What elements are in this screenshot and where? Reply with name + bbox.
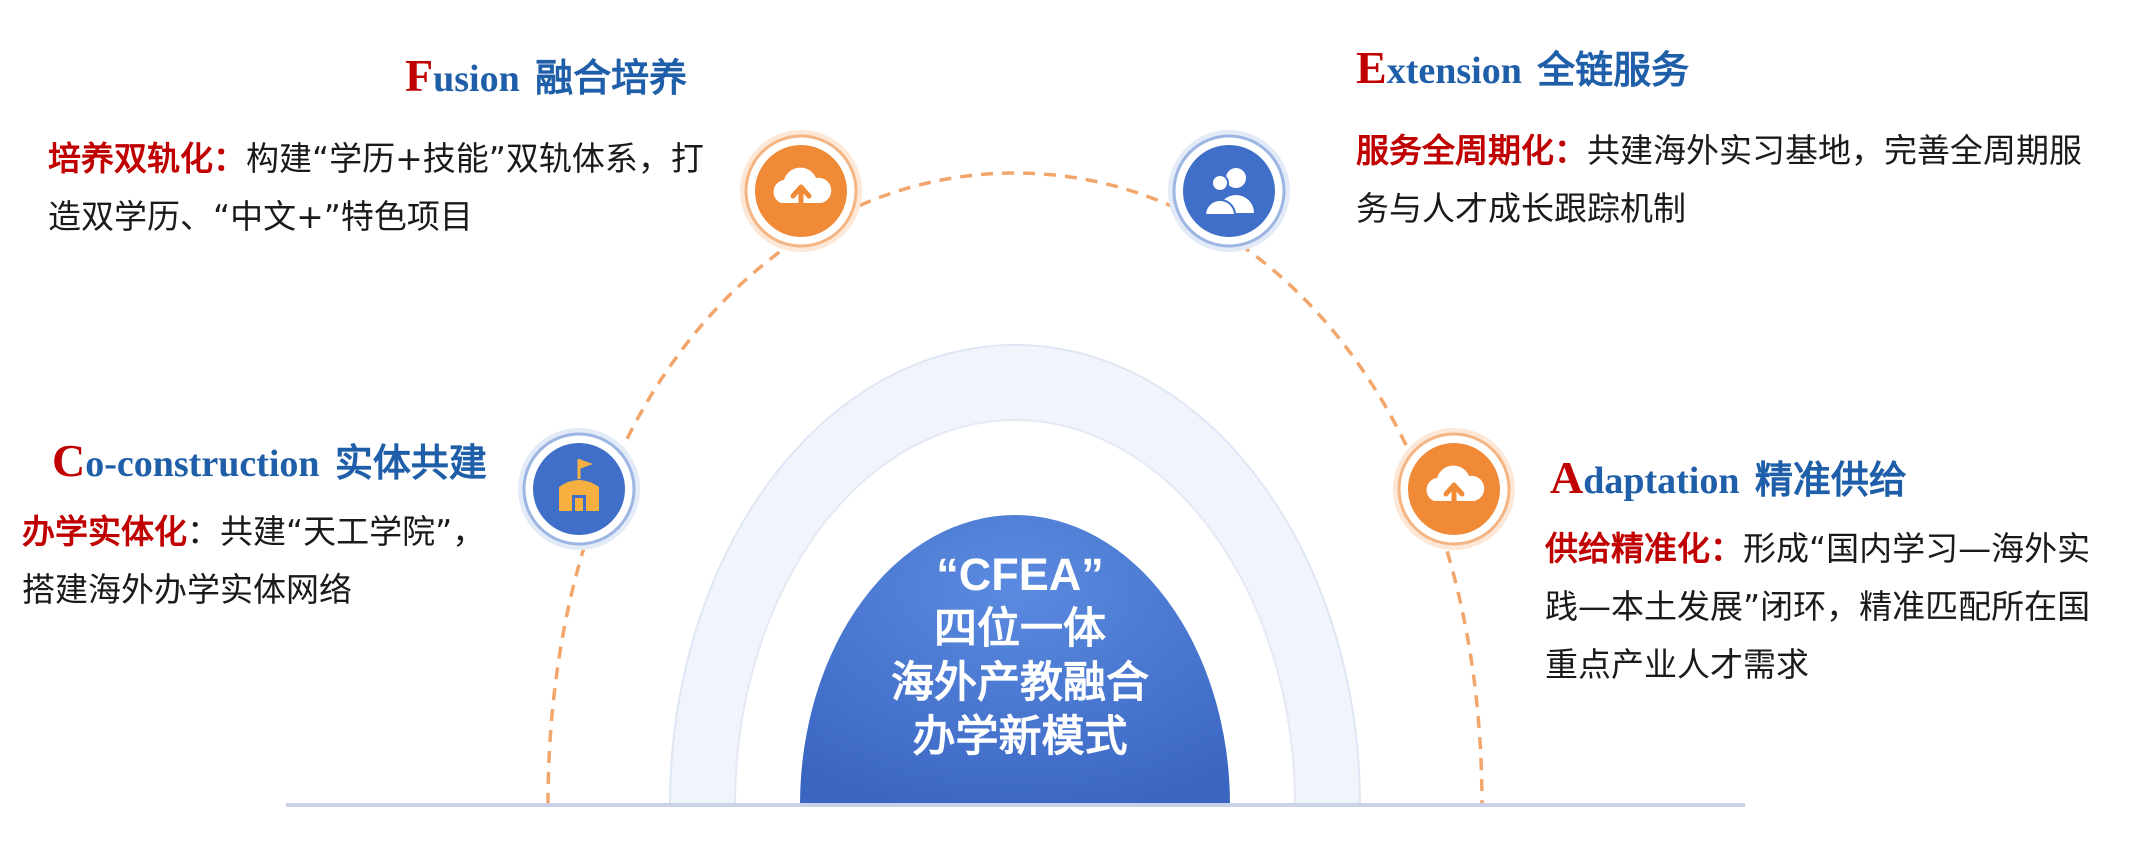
coconstruction-node — [515, 425, 643, 553]
adaptation-title-initial: A — [1550, 452, 1584, 503]
extension-title: Extension 全链服务 — [1356, 40, 1689, 96]
fusion-title: Fusion 融合培养 — [405, 48, 687, 104]
coconstruction-title-cn: 实体共建 — [334, 441, 487, 485]
extension-text: 共建海外实习基地，完善全周期服务与人才成长跟踪机制 — [1356, 131, 2082, 228]
adaptation-label: 供给精准化： — [1545, 529, 1743, 568]
center-line-2: 四位一体 — [934, 604, 1106, 654]
extension-title-rest: xtension — [1386, 50, 1522, 92]
cloud-upload-icon — [740, 130, 862, 252]
coconstruction-text: ：共建“天工学院”，搭建海外办学实体网络 — [22, 512, 486, 609]
adaptation-node — [1390, 425, 1518, 553]
fusion-label: 培养双轨化： — [48, 139, 246, 178]
cloud-upload-icon — [1393, 428, 1515, 550]
school-flag-icon — [518, 428, 640, 550]
coconstruction-title-initial: C — [52, 435, 86, 486]
users-icon — [1168, 130, 1290, 252]
coconstruction-label: 办学实体化 — [22, 512, 187, 551]
adaptation-title-rest: daptation — [1583, 460, 1740, 502]
coconstruction-title: Co-construction 实体共建 — [52, 433, 487, 489]
adaptation-title: Adaptation 精准供给 — [1550, 450, 1907, 506]
extension-title-initial: E — [1356, 42, 1387, 93]
fusion-description: 培养双轨化：构建“学历+技能”双轨体系，打造双学历、“中文+”特色项目 — [48, 130, 710, 246]
coconstruction-description: 办学实体化：共建“天工学院”，搭建海外办学实体网络 — [22, 503, 512, 619]
adaptation-text: 形成“国内学习—海外实践—本土发展”闭环，精准匹配所在国重点产业人才需求 — [1545, 529, 2091, 684]
coconstruction-title-rest: o-construction — [85, 443, 320, 485]
center-line-1: “CFEA” — [936, 549, 1104, 600]
adaptation-description: 供给精准化：形成“国内学习—海外实践—本土发展”闭环，精准匹配所在国重点产业人才… — [1545, 520, 2120, 694]
extension-description: 服务全周期化：共建海外实习基地，完善全周期服务与人才成长跟踪机制 — [1356, 122, 2086, 238]
center-line-4: 办学新模式 — [912, 712, 1128, 762]
adaptation-title-cn: 精准供给 — [1754, 458, 1907, 502]
fusion-title-cn: 融合培养 — [535, 56, 688, 100]
extension-node — [1165, 127, 1293, 255]
center-dome — [800, 515, 1230, 805]
center-title: “CFEA” 四位一体 海外产教融合 办学新模式 — [840, 548, 1200, 764]
fusion-node — [737, 127, 865, 255]
fusion-title-initial: F — [405, 50, 434, 101]
fusion-text: 构建“学历+技能”双轨体系，打造双学历、“中文+”特色项目 — [48, 139, 704, 236]
center-line-3: 海外产教融合 — [891, 658, 1149, 708]
extension-label: 服务全周期化： — [1356, 131, 1587, 170]
fusion-title-rest: usion — [433, 58, 520, 100]
extension-title-cn: 全链服务 — [1537, 48, 1690, 92]
